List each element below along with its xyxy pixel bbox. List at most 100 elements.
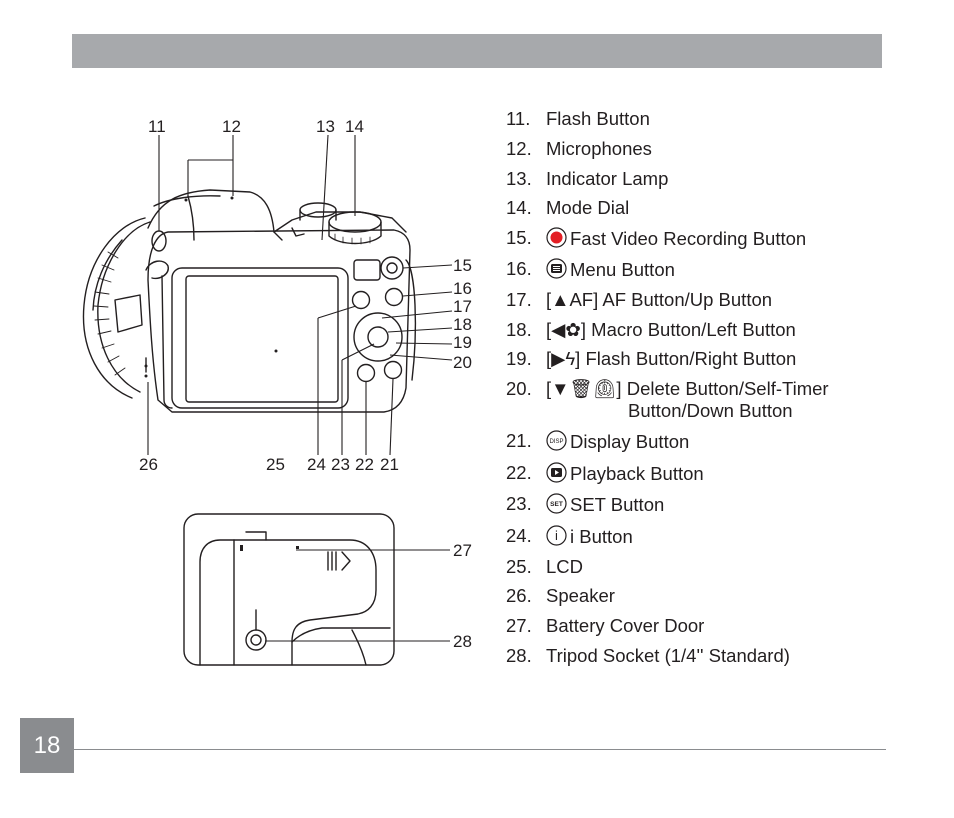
macro-left-icon: [◀✿]	[546, 318, 587, 340]
flash-right-icon: [▶ϟ]	[546, 348, 581, 370]
item-label: Tripod Socket (1/4'' Standard)	[546, 644, 790, 666]
camera-body-back	[147, 229, 411, 413]
item-label: Flash Button/Right Button	[585, 348, 797, 370]
callout-15: 15	[453, 256, 472, 275]
callout-22: 22	[355, 455, 374, 474]
item-number: 13.	[506, 167, 532, 189]
item-number: 20.	[506, 378, 532, 400]
item-number: 28.	[506, 644, 532, 666]
lcd-frame	[171, 267, 349, 409]
list-item: 27. Battery Cover Door	[506, 615, 926, 637]
list-item: 18. [◀✿] Macro Button/Left Button	[506, 319, 926, 341]
item-number: 11.	[506, 108, 531, 129]
camera-diagram: 11 12 13 14 15 16 17 18 19 20 26 25 24 2…	[60, 100, 490, 680]
item-label: Playback Button	[570, 462, 704, 484]
record-button-shape	[380, 256, 404, 280]
disp-icon: DISP	[546, 430, 567, 451]
menu-button-shape	[384, 287, 404, 307]
item-label: LCD	[546, 555, 584, 577]
item-number: 18.	[506, 318, 532, 340]
list-item: 17. [▲AF] AF Button/Up Button	[506, 289, 926, 311]
item-label: Battery Cover Door	[546, 615, 705, 637]
item-label: SET Button	[570, 494, 665, 516]
list-item: 20. [▼🗑⏲] Delete Button/Self-Timer Butto…	[506, 378, 926, 422]
item-number: 21.	[506, 429, 532, 451]
list-item: 26. Speaker	[506, 585, 926, 607]
item-label: Indicator Lamp	[546, 167, 669, 189]
list-item: 12. Microphones	[506, 138, 926, 160]
item-number: 19.	[506, 348, 532, 370]
callout-23: 23	[331, 455, 350, 474]
menu-icon	[546, 258, 567, 279]
item-label: Flash Button	[546, 108, 650, 129]
callout-21: 21	[380, 455, 399, 474]
list-item: 15. Fast Video Recording Button	[506, 227, 926, 250]
callout-27: 27	[453, 541, 472, 560]
item-number: 16.	[506, 257, 532, 279]
callout-19: 19	[453, 333, 472, 352]
list-item: 16. Menu Button	[506, 258, 926, 281]
list-item: 13. Indicator Lamp	[506, 168, 926, 190]
item-label: Microphones	[546, 137, 652, 159]
item-label: Speaker	[546, 585, 615, 607]
item-number: 26.	[506, 585, 532, 607]
playback-icon	[546, 461, 567, 483]
callout-24: 24	[307, 455, 326, 474]
callout-18: 18	[453, 315, 472, 334]
lens-barrel-outline	[82, 217, 146, 399]
item-label: Delete Button/Self-Timer	[626, 378, 829, 400]
callout-13: 13	[316, 117, 335, 136]
list-item: 19. [▶ϟ] Flash Button/Right Button	[506, 348, 926, 370]
item-label: Mode Dial	[546, 197, 630, 219]
list-item: 11. Flash Button	[506, 108, 926, 130]
callout-25: 25	[266, 455, 285, 474]
callout-28: 28	[453, 632, 472, 651]
delete-timer-down-icon: [▼🗑⏲]	[546, 378, 622, 400]
page-number: 18	[20, 718, 74, 773]
playback-button-shape	[356, 363, 376, 383]
item-number: 15.	[506, 227, 532, 249]
item-label-continued: Button/Down Button	[628, 400, 793, 422]
item-number: 24.	[506, 524, 532, 546]
callout-12: 12	[222, 117, 241, 136]
item-label: AF Button/Up Button	[602, 288, 773, 310]
tripod-socket-shape	[245, 629, 267, 651]
item-number: 25.	[506, 555, 532, 577]
callout-20: 20	[453, 353, 472, 372]
list-item: 25. LCD	[506, 556, 926, 578]
callout-26: 26	[139, 455, 158, 474]
svg-text:DISP: DISP	[549, 439, 563, 445]
list-item: 14. Mode Dial	[506, 197, 926, 219]
item-number: 22.	[506, 461, 532, 483]
af-up-icon: [▲AF]	[546, 288, 599, 310]
item-label: Display Button	[570, 430, 690, 452]
info-icon: i	[546, 525, 567, 546]
callout-11: 11	[148, 117, 166, 136]
set-icon: SET	[546, 493, 567, 514]
lcd-screen	[185, 275, 339, 403]
callout-17: 17	[453, 297, 472, 316]
item-number: 17.	[506, 288, 532, 310]
item-number: 23.	[506, 493, 532, 515]
item-number: 14.	[506, 197, 532, 219]
item-number: 27.	[506, 615, 532, 637]
i-button-shape	[351, 290, 371, 310]
camera-illustration: 11 12 13 14 15 16 17 18 19 20 26 25 24 2…	[82, 117, 472, 666]
callout-16: 16	[453, 279, 472, 298]
header-bar	[72, 34, 882, 68]
four-way-pad	[353, 312, 403, 362]
item-number: 12.	[506, 137, 532, 159]
record-icon	[546, 227, 567, 248]
list-item: 28. Tripod Socket (1/4'' Standard)	[506, 645, 926, 667]
parts-list: 11. Flash Button 12. Microphones 13. Ind…	[506, 108, 926, 667]
bottom-view-frame	[183, 513, 395, 666]
callout-14: 14	[345, 117, 364, 136]
item-label: Fast Video Recording Button	[570, 228, 807, 250]
svg-text:SET: SET	[550, 501, 563, 508]
list-item: 23. SET SET Button	[506, 493, 926, 516]
svg-text:i: i	[555, 528, 558, 543]
footer-divider	[74, 749, 886, 750]
list-item: 21. DISP Display Button	[506, 430, 926, 453]
item-label: Macro Button/Left Button	[591, 318, 796, 340]
